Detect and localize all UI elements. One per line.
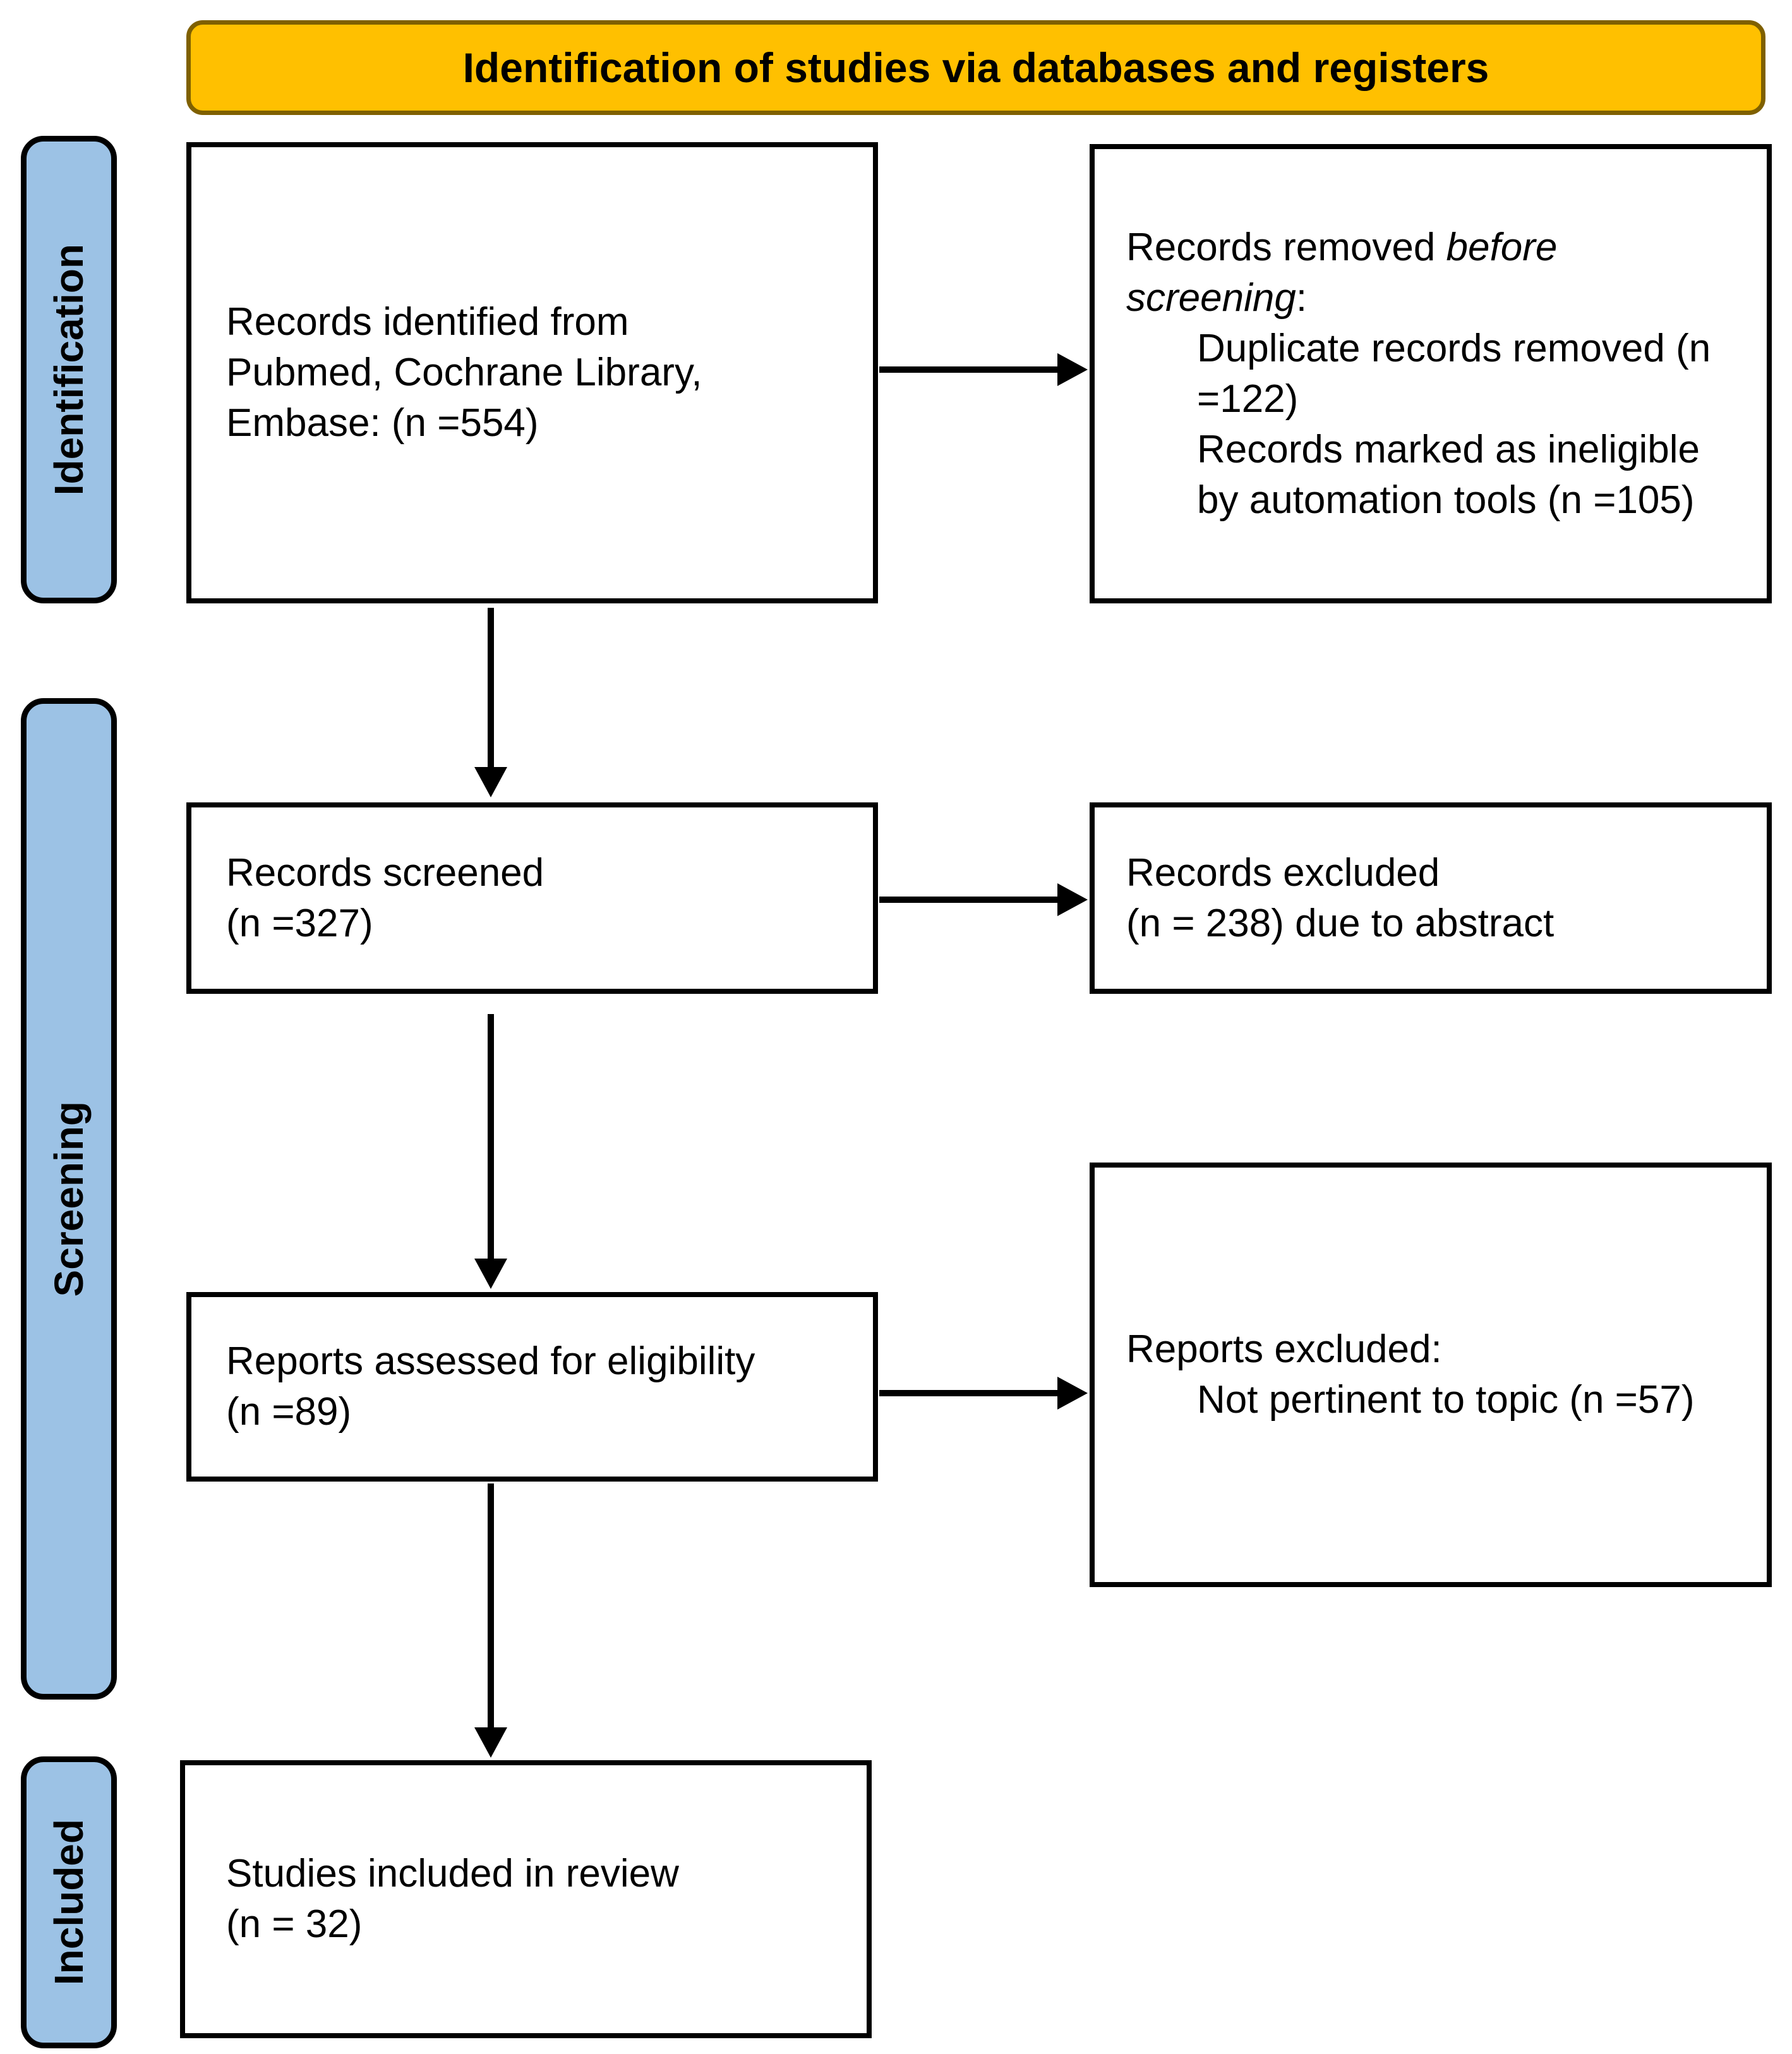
records-identified-line: Records identified from bbox=[226, 300, 629, 344]
arrow-head-right-icon bbox=[1057, 353, 1088, 386]
box-records-excluded: Records excluded (n = 238) due to abstra… bbox=[1090, 802, 1772, 994]
stage-included-label: Included bbox=[46, 1819, 92, 1986]
studies-included-line: (n = 32) bbox=[226, 1902, 363, 1946]
records-removed-text: Records removed bbox=[1126, 225, 1446, 269]
arrow-shaft bbox=[488, 608, 494, 767]
arrow-head-right-icon bbox=[1057, 883, 1088, 916]
arrow-head-down-icon bbox=[474, 767, 507, 797]
stage-screening-label: Screening bbox=[46, 1101, 92, 1297]
box-reports-excluded: Reports excluded: Not pertinent to topic… bbox=[1090, 1163, 1772, 1587]
box-reports-assessed: Reports assessed for eligibility (n =89) bbox=[186, 1292, 878, 1482]
arrow-shaft bbox=[879, 366, 1057, 373]
reports-excluded-title: Reports excluded: bbox=[1126, 1327, 1442, 1371]
stage-identification: Identification bbox=[21, 136, 117, 603]
box-records-screened: Records screened (n =327) bbox=[186, 802, 878, 994]
arrow-head-down-icon bbox=[474, 1727, 507, 1758]
banner-title: Identification of studies via databases … bbox=[462, 44, 1489, 91]
records-removed-item: Records marked as ineligible bbox=[1197, 427, 1700, 471]
box-records-identified: Records identified from Pubmed, Cochrane… bbox=[186, 142, 878, 603]
arrow-shaft bbox=[488, 1483, 494, 1727]
arrow-head-down-icon bbox=[474, 1259, 507, 1289]
records-removed-item: by automation tools (n =105) bbox=[1197, 478, 1695, 522]
records-removed-italic-text: screening bbox=[1126, 275, 1296, 320]
records-removed-item: Duplicate records removed (n bbox=[1197, 326, 1711, 370]
arrow-shaft bbox=[879, 897, 1057, 903]
box-records-removed: Records removed before screening: Duplic… bbox=[1090, 144, 1772, 603]
records-identified-line: Pubmed, Cochrane Library, bbox=[226, 351, 702, 394]
records-removed-italic-text: before bbox=[1446, 225, 1558, 269]
records-removed-line: Records removed before bbox=[1126, 222, 1767, 273]
records-identified-line: Embase: (n =554) bbox=[226, 401, 539, 445]
stage-included: Included bbox=[21, 1756, 117, 2048]
records-removed-line: screening: bbox=[1126, 273, 1767, 323]
stage-identification-label: Identification bbox=[46, 243, 92, 496]
reports-assessed-line: Reports assessed for eligibility bbox=[226, 1339, 755, 1383]
box-studies-included: Studies included in review (n = 32) bbox=[180, 1760, 872, 2038]
records-excluded-line: Records excluded bbox=[1126, 850, 1440, 895]
arrow-shaft bbox=[879, 1390, 1057, 1396]
records-removed-text: : bbox=[1296, 275, 1308, 320]
studies-included-line: Studies included in review bbox=[226, 1852, 679, 1895]
stage-screening: Screening bbox=[21, 698, 117, 1700]
banner: Identification of studies via databases … bbox=[186, 20, 1765, 115]
records-removed-item: =122) bbox=[1197, 377, 1299, 421]
records-excluded-line: (n = 238) due to abstract bbox=[1126, 901, 1554, 945]
arrow-shaft bbox=[488, 1014, 494, 1259]
reports-excluded-item: Not pertinent to topic (n =57) bbox=[1197, 1378, 1695, 1422]
reports-assessed-line: (n =89) bbox=[226, 1390, 352, 1434]
arrow-head-right-icon bbox=[1057, 1377, 1088, 1410]
records-screened-line: (n =327) bbox=[226, 901, 373, 945]
records-screened-line: Records screened bbox=[226, 850, 544, 895]
